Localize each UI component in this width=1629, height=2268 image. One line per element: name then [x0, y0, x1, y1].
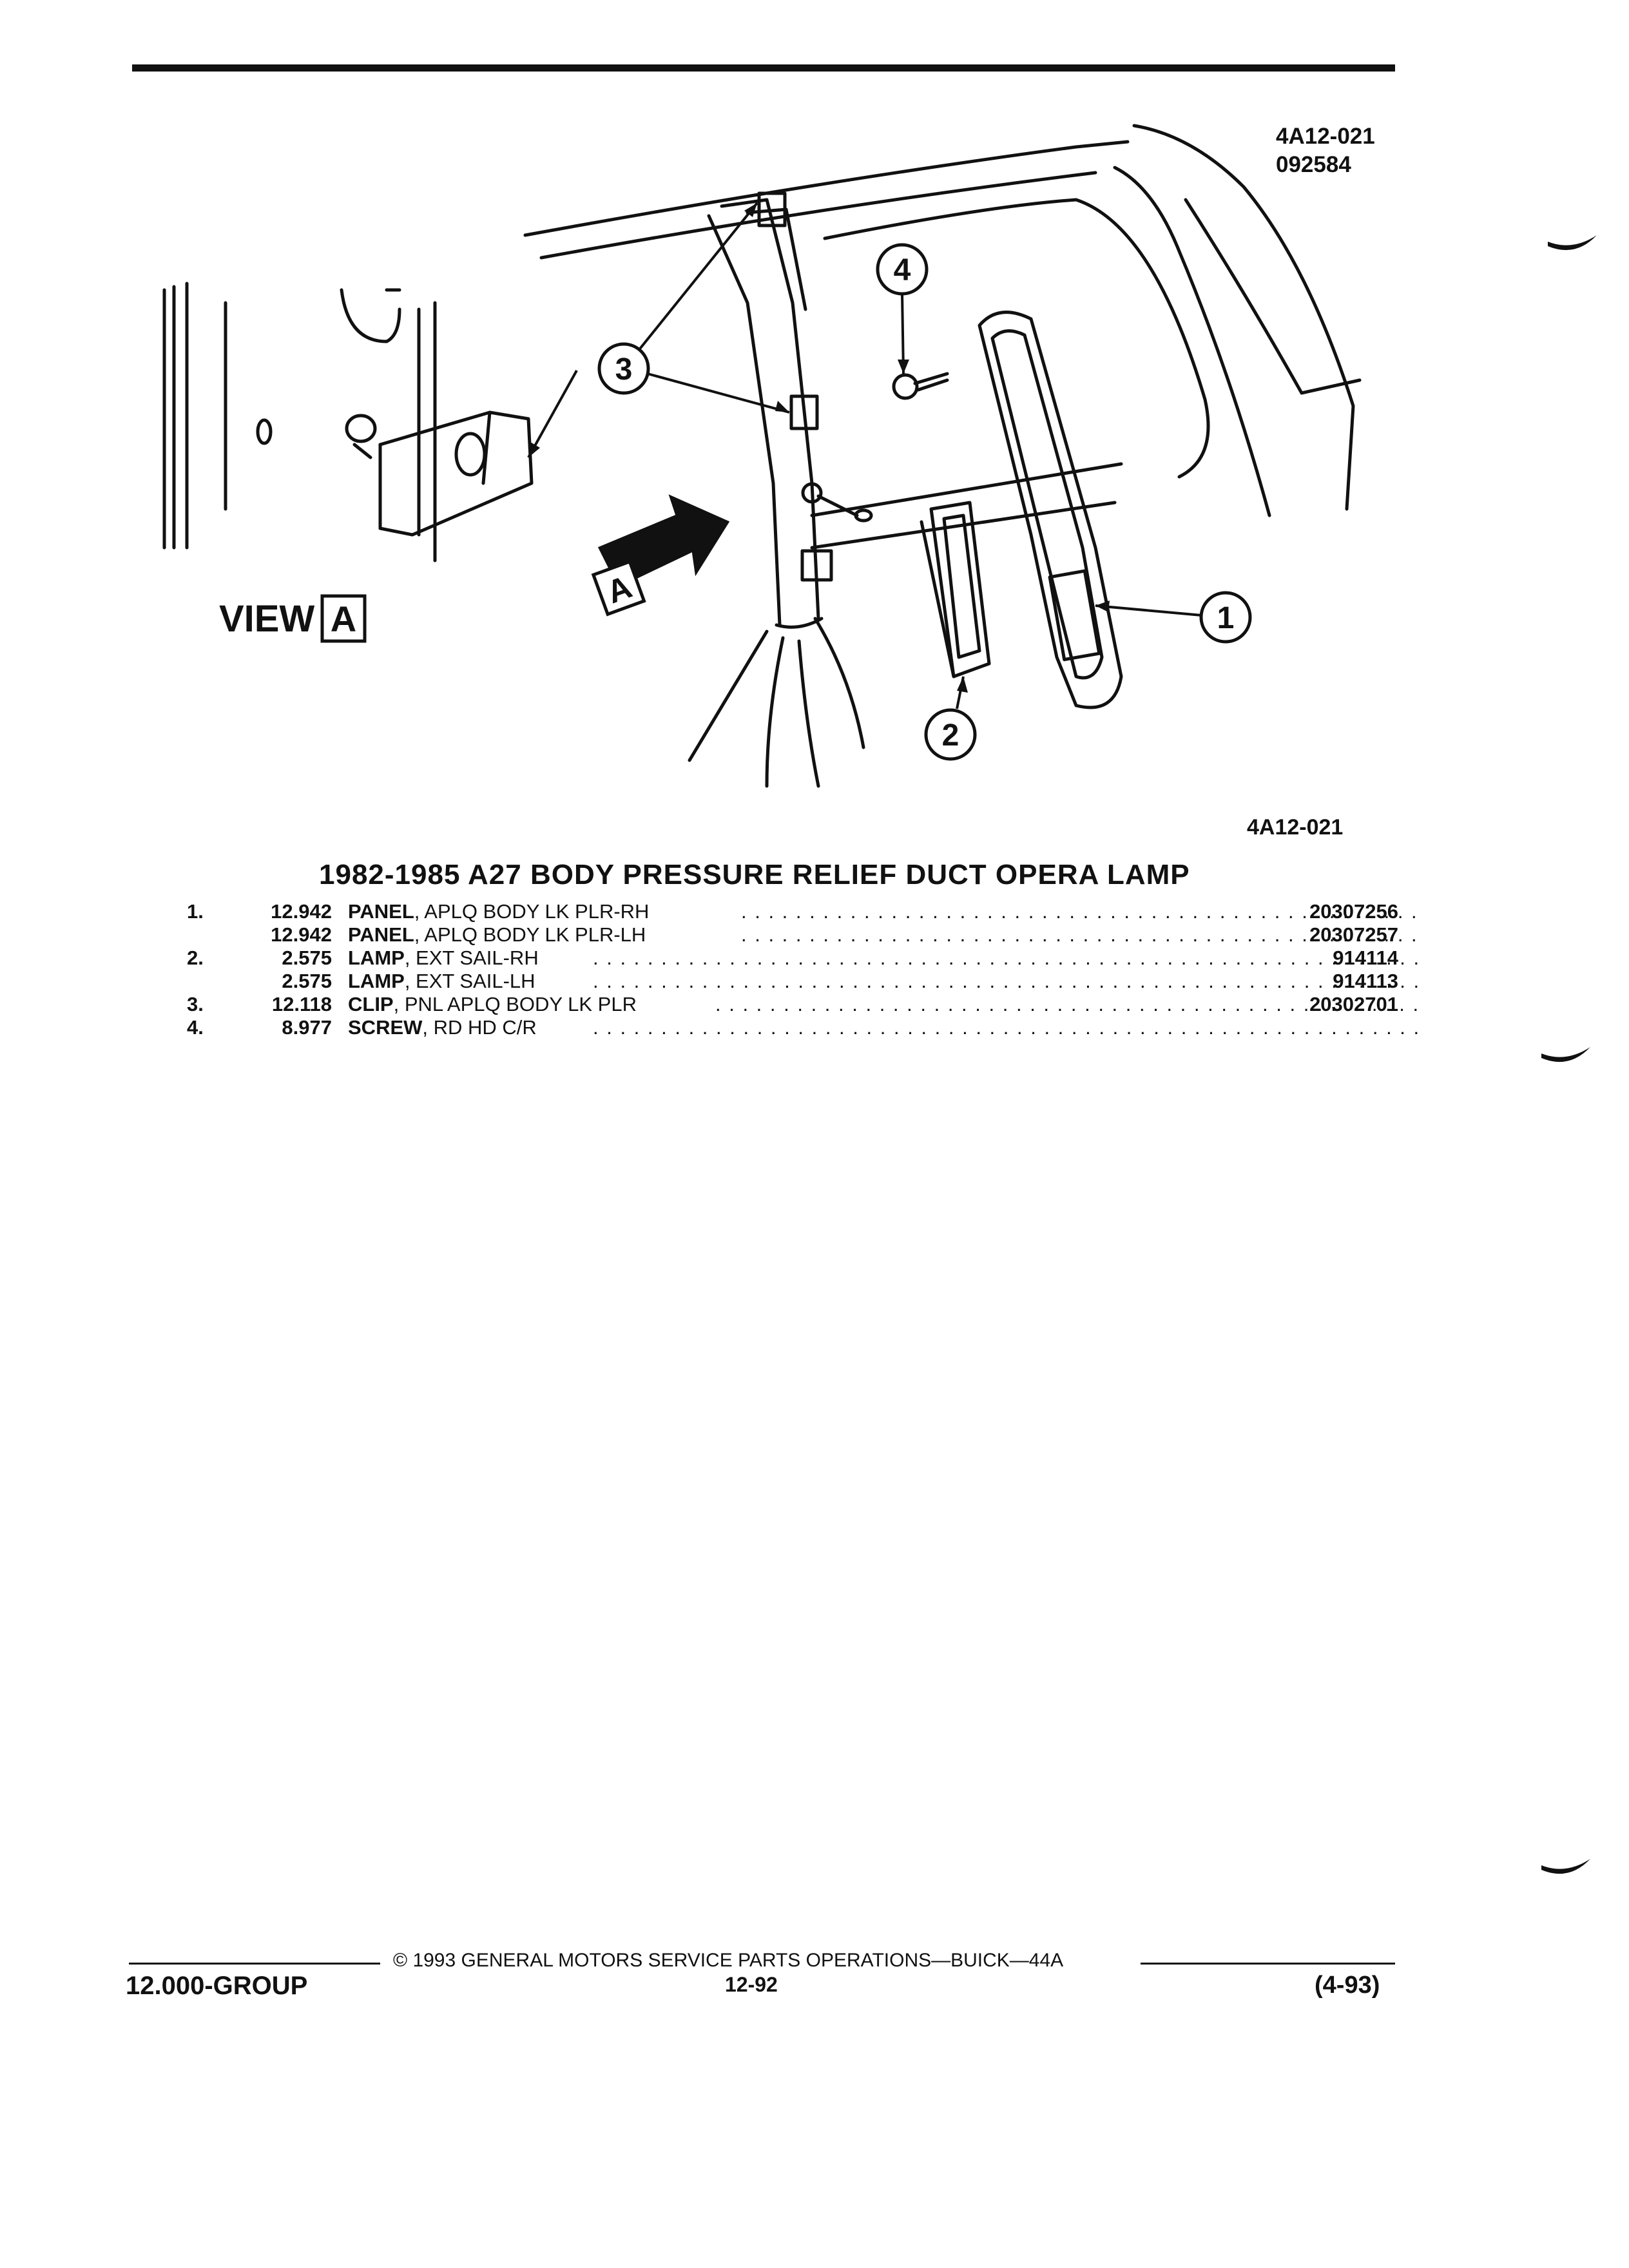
view-label: VIEW: [219, 598, 314, 640]
item-number: 4.: [187, 1016, 204, 1039]
sail-lamp: [929, 501, 991, 678]
figure-ref-date: 092584: [1276, 152, 1351, 177]
callout-3: 3: [615, 352, 633, 387]
view-letter-box: [320, 594, 367, 643]
item-description: , APLQ BODY LK PLR-LH: [414, 923, 646, 946]
rear-window-frame: [1132, 124, 1355, 511]
footer-copyright: © 1993 GENERAL MOTORS SERVICE PARTS OPER…: [393, 1950, 1064, 1971]
pillar-edge: [707, 214, 782, 627]
item-quantity: 12.942: [271, 923, 332, 946]
item-description: , PNL APLQ BODY LK PLR: [393, 993, 637, 1015]
leader-line-3c: [647, 372, 790, 414]
table-row: 2. 2.575 LAMP, EXT SAIL-RH . . . . . . .…: [187, 947, 1424, 970]
leader-line-3b: [631, 202, 758, 359]
leader-dots: . . . . . . . . . . . . . . . . . . . . …: [593, 970, 1424, 992]
item-name: LAMP: [348, 970, 405, 992]
item-quantity: 2.575: [282, 970, 332, 992]
view-a-clip: [378, 410, 534, 537]
callout-2: 2: [942, 718, 959, 753]
table-row: 3. 12.118 CLIP, PNL APLQ BODY LK PLR . .…: [187, 993, 1424, 1016]
callout-3-circle: [597, 342, 650, 395]
view-letter: A: [331, 599, 356, 639]
clip-upper: [757, 191, 787, 227]
item-quantity: 2.575: [282, 947, 332, 969]
item-number: 1.: [187, 900, 204, 923]
leader-dots: . . . . . . . . . . . . . . . . . . . . …: [593, 1016, 1424, 1039]
item-description: , EXT SAIL-RH: [404, 947, 539, 969]
item-number: 2.: [187, 947, 204, 969]
leader-dots: . . . . . . . . . . . . . . . . . . . . …: [593, 947, 1424, 969]
panel-window: [1048, 569, 1101, 662]
item-name: CLIP: [348, 993, 394, 1015]
screw-head: [892, 373, 919, 400]
footer-page-number: 12-92: [725, 1973, 778, 1996]
binder-mark-icon: [1548, 235, 1597, 251]
figure-reference-top: 4A12-021 092584: [1276, 122, 1375, 179]
clip-lower: [800, 549, 833, 582]
footer-date: (4-93): [1315, 1972, 1380, 1999]
figure-reference-bottom: 4A12-021: [1247, 815, 1344, 840]
footer-group: 12.000-GROUP: [126, 1972, 308, 2000]
callout-2-circle: [924, 708, 977, 761]
item-quantity: 8.977: [282, 1016, 332, 1039]
top-rule: [132, 64, 1395, 72]
footer-rule-left: [129, 1963, 380, 1965]
item-description: , EXT SAIL-LH: [404, 970, 535, 992]
callout-1-circle: [1199, 591, 1252, 644]
leader-dots: . . . . . . . . . . . . . . . . . . . . …: [715, 993, 1424, 1015]
item-number: 3.: [187, 993, 204, 1015]
section-title: 1982-1985 A27 BODY PRESSURE RELIEF DUCT …: [319, 859, 1190, 890]
figure-ref-code: 4A12-021: [1276, 124, 1375, 149]
item-quantity: 12.942: [271, 900, 332, 923]
part-number: 20307257: [1309, 923, 1398, 946]
part-number: 914113: [1333, 970, 1398, 992]
panel-applique: [978, 311, 1123, 709]
footer-rule-right: [1141, 1963, 1395, 1965]
item-description: , RD HD C/R: [422, 1016, 537, 1039]
part-number: 20307256: [1309, 900, 1398, 923]
clip-middle: [789, 394, 819, 430]
table-row: 4. 8.977 SCREW, RD HD C/R . . . . . . . …: [187, 1016, 1424, 1039]
item-name: PANEL: [348, 923, 414, 946]
parts-table: 1. 12.942 PANEL, APLQ BODY LK PLR-RH . .…: [187, 900, 1424, 1039]
leader-dots: . . . . . . . . . . . . . . . . . . . . …: [741, 900, 1424, 923]
view-a-frame: [162, 282, 227, 550]
table-row: 12.942 PANEL, APLQ BODY LK PLR-LH . . . …: [187, 923, 1424, 947]
leader-dots: . . . . . . . . . . . . . . . . . . . . …: [741, 923, 1424, 946]
part-number: 20302701: [1309, 993, 1398, 1015]
callout-4-circle: [876, 243, 929, 296]
roof-line: [523, 140, 1130, 237]
leader-line-1: [1095, 604, 1202, 617]
leader-line-3a: [527, 370, 578, 458]
parts-illustration: 1 2 3 4 A VIEW A: [162, 124, 1362, 788]
item-name: LAMP: [348, 947, 405, 969]
callout-1: 1: [1217, 601, 1235, 635]
rear-window-glass: [823, 198, 1210, 479]
item-name: SCREW: [348, 1016, 423, 1039]
item-name: PANEL: [348, 900, 414, 923]
item-description: , APLQ BODY LK PLR-RH: [414, 900, 650, 923]
callout-4: 4: [894, 253, 911, 287]
part-number: 914114: [1333, 947, 1398, 969]
item-quantity: 12.118: [271, 993, 332, 1015]
table-row: 1. 12.942 PANEL, APLQ BODY LK PLR-RH . .…: [187, 900, 1424, 923]
binder-mark-icon: [1541, 1047, 1590, 1062]
binder-mark-icon: [1541, 1859, 1590, 1874]
table-row: 2.575 LAMP, EXT SAIL-LH . . . . . . . . …: [187, 970, 1424, 993]
